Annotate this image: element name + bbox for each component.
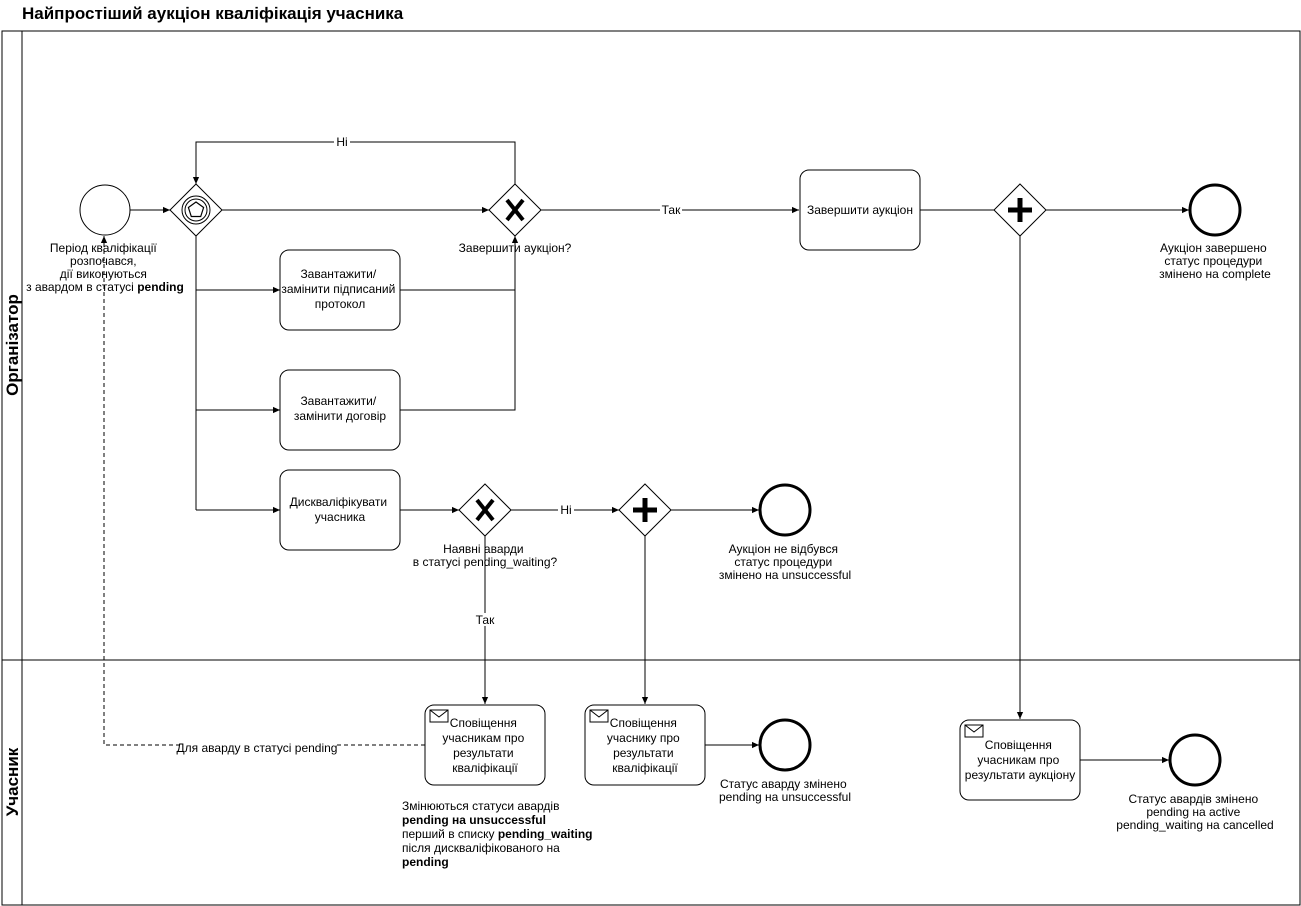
task-label: замінити підписаний	[281, 282, 395, 296]
task-label: результати	[613, 746, 673, 760]
task-label: кваліфікації	[452, 761, 518, 775]
task-label: замінити договір	[294, 409, 386, 423]
pool	[1, 30, 1301, 906]
plus-icon	[633, 498, 657, 522]
svg-text:Сповіщення учасникам про: Сповіщення учасникам про результати квал…	[442, 716, 527, 775]
end-event-award-unsuccessful	[758, 718, 812, 772]
edge-label-yes-finish: Так	[662, 203, 681, 217]
task-disqualify: Дискваліфікувати учасника	[279, 469, 401, 551]
lane-organizer: Організатор	[3, 294, 22, 396]
task-label: учаснику про	[607, 731, 680, 745]
lane-participant: Учасник	[3, 747, 22, 816]
edge-labels: Ні Так Ні Так Для аварду в статусі pendi…	[177, 135, 682, 755]
annotation-status-change: Змінюються статуси авардів pending на un…	[402, 799, 596, 869]
task-label: учасникам про	[442, 731, 524, 745]
svg-text:Дискваліфікувати учасник: Дискваліфікувати учасника	[290, 495, 391, 524]
parallel-gateway-complete	[993, 183, 1047, 237]
exclusive-gateway-finish	[488, 183, 542, 237]
edge-label-no-top: Ні	[336, 135, 347, 149]
task-label: кваліфікації	[612, 761, 678, 775]
edge-label-pending-loop: Для аварду в статусі pending	[177, 741, 338, 755]
edge-label-yes-down: Так	[476, 613, 495, 627]
task-upload-contract: Завантажити/ замінити договір	[279, 369, 401, 451]
x-icon	[475, 498, 495, 522]
task-notify-qualification-2: Сповіщення учаснику про результати квалі…	[584, 704, 706, 786]
event-gateway	[169, 183, 223, 237]
envelope-icon	[589, 709, 609, 723]
plus-icon	[1008, 198, 1032, 222]
task-label: Дискваліфікувати	[290, 495, 387, 509]
task-label: Завантажити/	[300, 267, 376, 281]
end-event-awards-changed	[1168, 733, 1222, 787]
task-label: результати	[453, 746, 513, 760]
task-label: Сповіщення	[985, 738, 1052, 752]
task-label: Завершити аукціон	[807, 203, 913, 217]
parallel-gateway-unsuccessful	[618, 483, 672, 537]
svg-text:Сповіщення учаснику про: Сповіщення учаснику про результати квалі…	[607, 716, 683, 775]
envelope-icon	[964, 724, 984, 738]
gateway-finish-label: Завершити аукціон?	[459, 241, 572, 255]
end-award-unsuccessful-label: Статус аварду змінено pending на unsucce…	[719, 777, 851, 804]
end-unsuccessful-label: Аукціон не відбувся статус процедури змі…	[719, 542, 851, 582]
end-event-unsuccessful	[758, 483, 812, 537]
task-notify-qualification-1: Сповіщення учасникам про результати квал…	[424, 704, 546, 786]
task-notify-auction-results: Сповіщення учасникам про результати аукц…	[959, 719, 1081, 801]
x-icon	[505, 198, 525, 222]
edge-label-no-mid: Ні	[560, 503, 571, 517]
edges	[100, 141, 1189, 764]
start-event	[79, 184, 131, 236]
svg-text:Сповіщення учасникам про: Сповіщення учасникам про результати аукц…	[965, 738, 1075, 782]
task-label: протокол	[315, 297, 365, 311]
diagram-title: Найпростіший аукціон кваліфікація учасни…	[22, 4, 404, 23]
task-label: Сповіщення	[610, 716, 677, 730]
task-label: учасникам про	[977, 753, 1059, 767]
end-complete-label: Аукціон завершено статус процедури зміне…	[1159, 241, 1271, 281]
task-label: результати аукціону	[965, 768, 1075, 782]
task-finish-auction: Завершити аукціон	[799, 169, 921, 251]
edge-contract-back	[400, 236, 519, 411]
envelope-icon	[429, 709, 449, 723]
svg-text:Завантажити/ замінити до: Завантажити/ замінити договір	[294, 394, 386, 423]
pentagon-icon	[187, 201, 205, 218]
svg-text:Завершити аукціон: Завершити аукціон	[807, 203, 913, 217]
exclusive-gateway-pending	[458, 483, 512, 537]
svg-text:Завантажити/ замінити пі: Завантажити/ замінити підписаний протоко…	[281, 267, 398, 311]
task-label: учасника	[315, 510, 366, 524]
gateway-pending-label: Наявні аварди в статусі pending_waiting?	[413, 542, 558, 569]
task-label: Завантажити/	[300, 394, 376, 408]
edge-no-loop	[192, 141, 516, 186]
task-upload-protocol: Завантажити/ замінити підписаний протоко…	[279, 249, 401, 331]
task-label: Сповіщення	[450, 716, 517, 730]
end-event-complete	[1188, 183, 1242, 237]
start-event-label: Період кваліфікації розпочався, дії вико…	[26, 241, 184, 294]
end-awards-changed-label: Статус авардів змінено pending на active…	[1116, 792, 1273, 832]
